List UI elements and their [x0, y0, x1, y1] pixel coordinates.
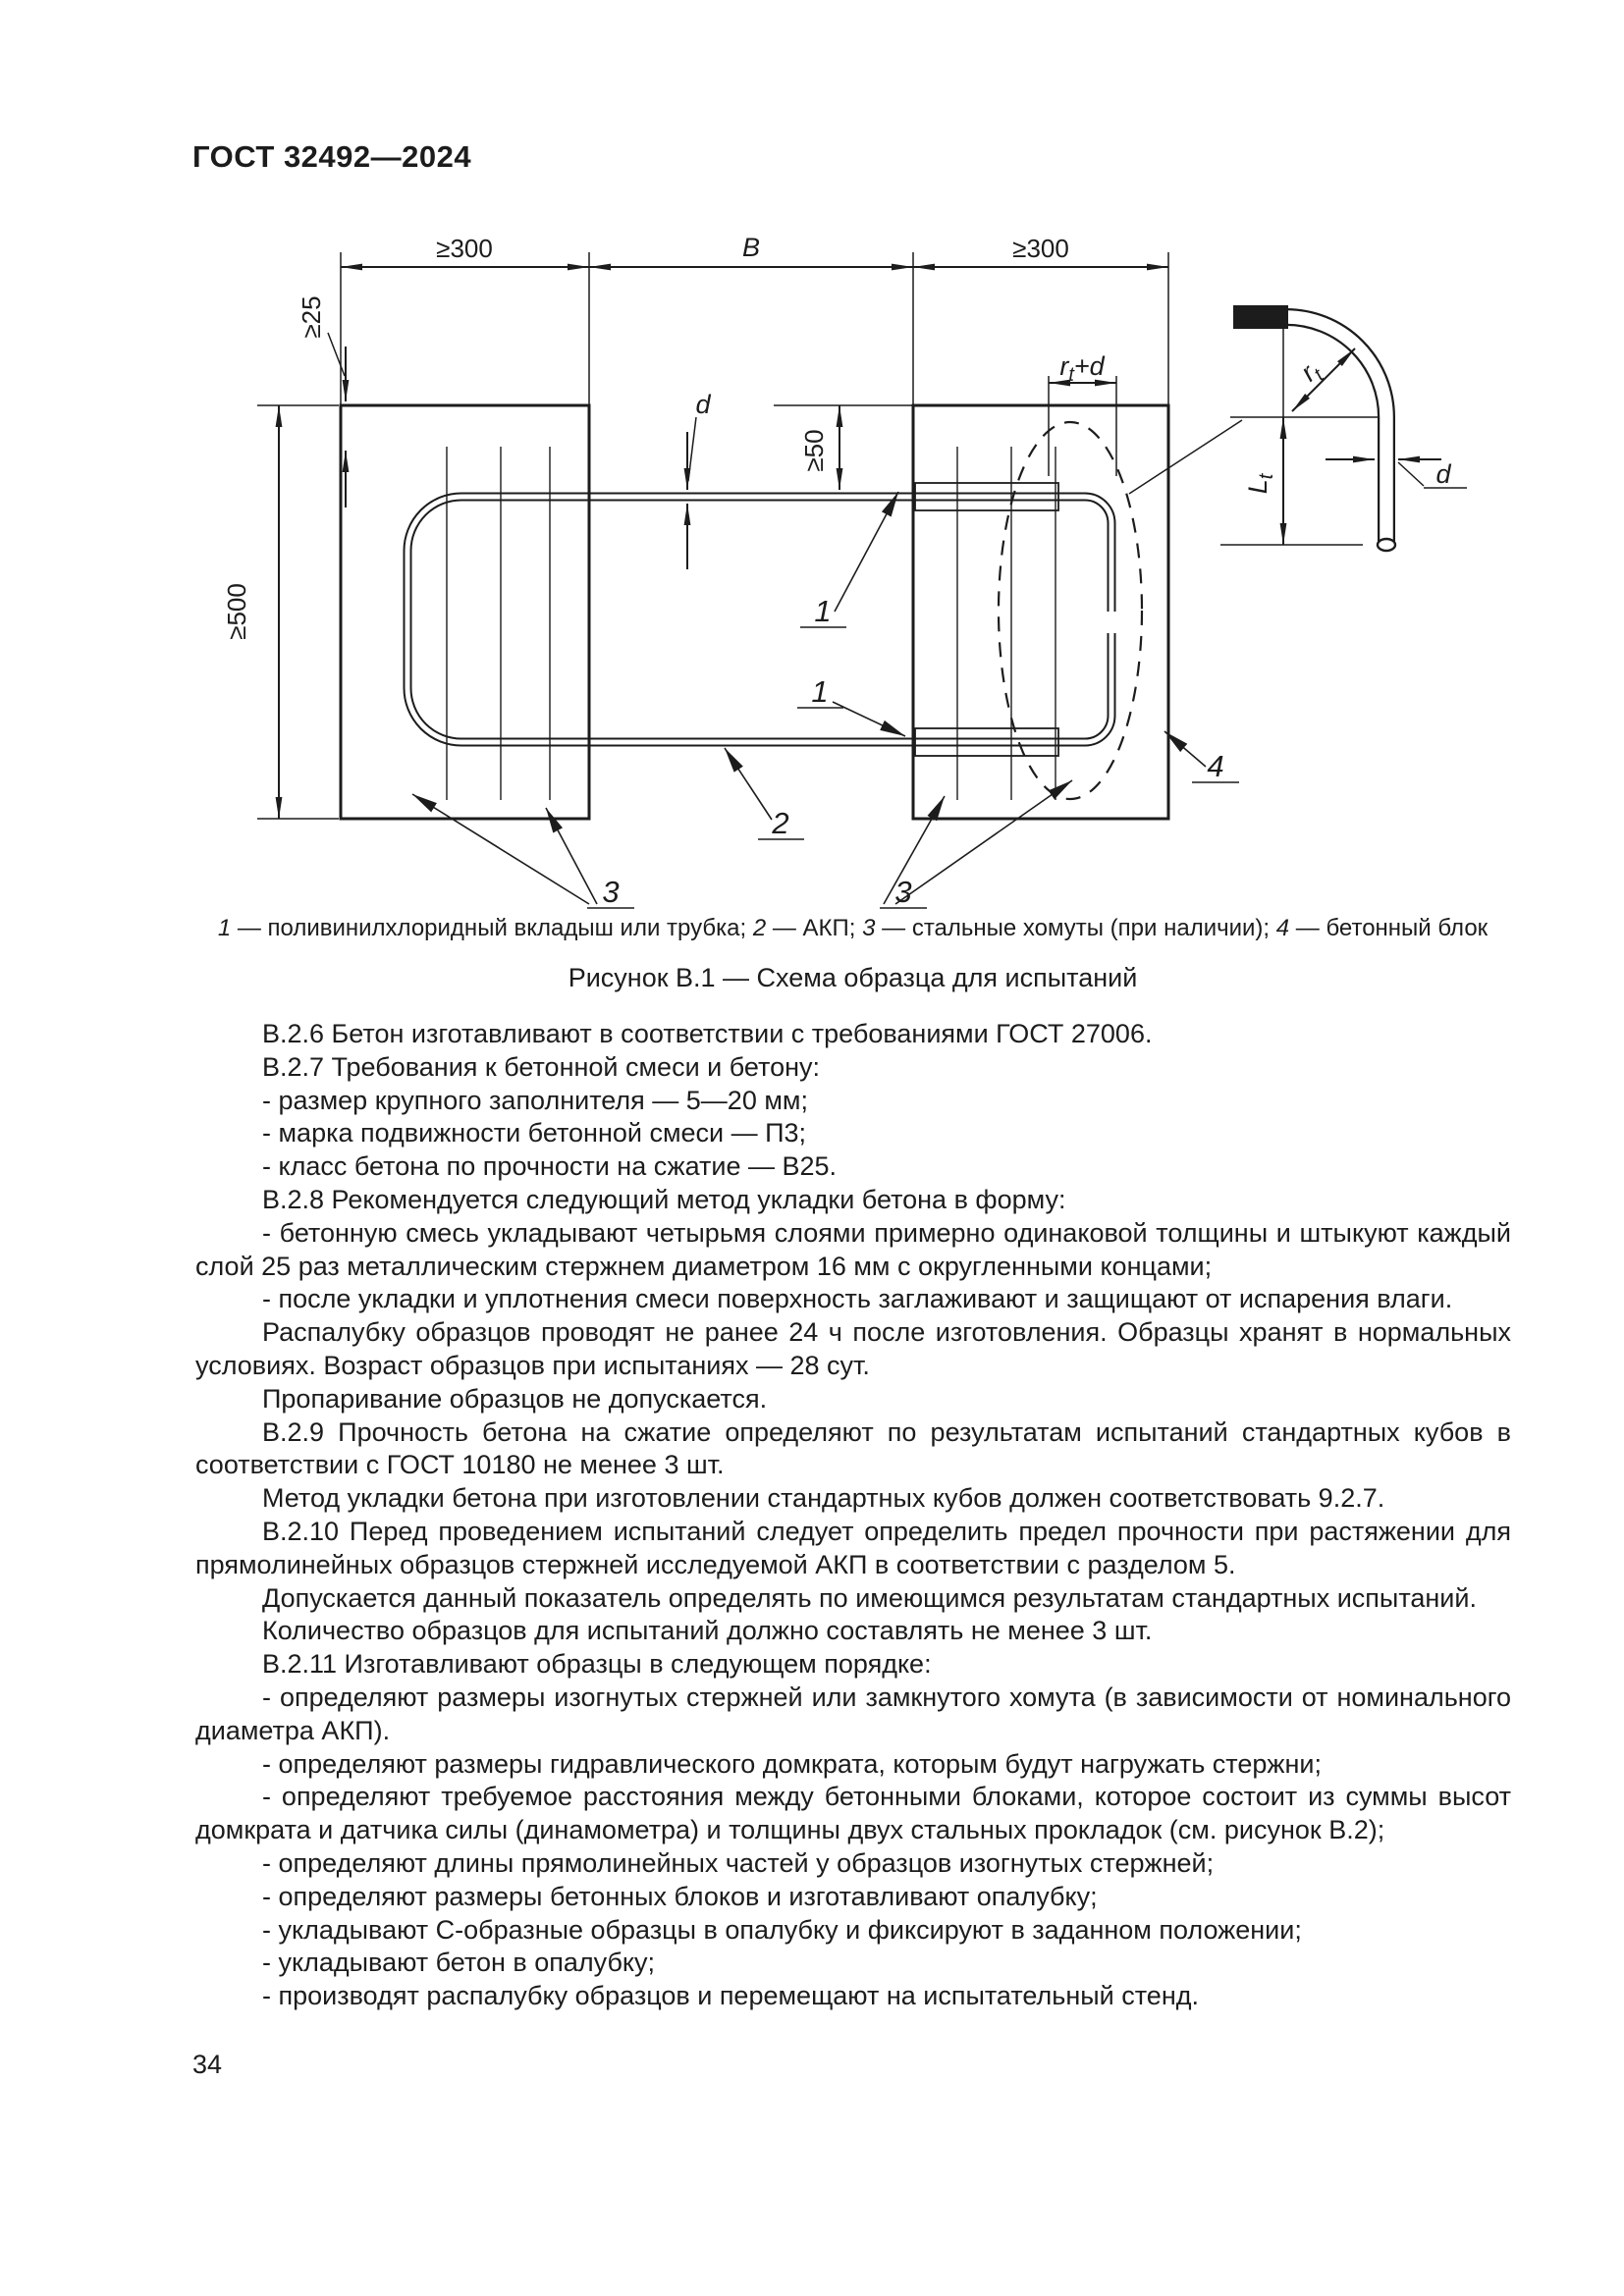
dim-d-main — [683, 416, 697, 569]
dim-50-label: ≥50 — [799, 429, 829, 471]
dim-rt-plus-d — [1048, 376, 1117, 476]
paragraph: Пропаривание образцов не допускается. — [262, 1383, 768, 1414]
right-concrete-block — [911, 403, 1170, 821]
standard-header: ГОСТ 32492—2024 — [192, 139, 472, 174]
body-text: В.2.6 Бетон изготавливают в соответствии… — [195, 1018, 1511, 2013]
concrete-blocks — [339, 403, 1170, 821]
paragraph: - после укладки и уплотнения смеси повер… — [262, 1284, 1453, 1314]
dim-500 — [257, 404, 339, 820]
dim-rt-plus-d-label: rt+d — [1059, 351, 1105, 386]
callout-leaders — [411, 491, 1239, 909]
paragraph: Распалубку образцов проводят не ранее 24… — [195, 1317, 1511, 1380]
pvc-sleeves — [914, 482, 1059, 757]
caption-callout-number: 3 — [862, 915, 876, 941]
dim-d-main-label: d — [695, 390, 711, 419]
caption-callout-number: 4 — [1275, 915, 1290, 941]
steel-stirrups — [446, 447, 1056, 800]
paragraph: В.2.8 Рекомендуется следующий метод укла… — [262, 1184, 1066, 1214]
frp-bar — [403, 492, 1116, 747]
paragraph: В.2.11 Изготавливают образцы в следующем… — [262, 1649, 932, 1680]
callout-1-upper: 1 — [814, 594, 831, 628]
figure-title: Рисунок В.1 — Схема образца для испытани… — [568, 963, 1138, 992]
paragraph: Количество образцов для испытаний должно… — [262, 1616, 1153, 1646]
callout-3-left: 3 — [602, 875, 619, 909]
callout-2: 2 — [771, 806, 788, 840]
bent-bar-detail — [1128, 305, 1467, 553]
dim-300-left-label: ≥300 — [436, 234, 493, 263]
figure-caption: 1 — поливинилхлоридный вкладыш или трубк… — [195, 915, 1510, 942]
dim-500-label: ≥500 — [222, 583, 251, 640]
dim-50 — [774, 404, 913, 490]
detail-rt-label: rt — [1295, 354, 1329, 391]
callout-3-right: 3 — [894, 875, 911, 909]
detail-d-label: d — [1435, 459, 1451, 489]
caption-text: — поливинилхлоридный вкладыш или трубка; — [231, 915, 753, 941]
bar-tip — [1376, 537, 1397, 553]
page-number: 34 — [192, 2050, 223, 2079]
dim-B-label: B — [742, 233, 760, 262]
paragraph: - укладывают С-образные образцы в опалуб… — [262, 1914, 1302, 1945]
figure-b1-diagram: ≥300 B ≥300 ≥500 ≥25 d ≥50 — [222, 233, 1467, 909]
paragraph: - производят распалубку образцов и перем… — [262, 1981, 1199, 2011]
paragraph: - укладывают бетон в опалубку; — [262, 1948, 656, 1978]
dim-300-right-label: ≥300 — [1012, 234, 1069, 263]
dimension-chain-top — [340, 252, 1169, 405]
callout-4: 4 — [1207, 749, 1223, 783]
paragraph: - класс бетона по прочности на сжатие — … — [262, 1151, 838, 1182]
paragraph: - марка подвижности бетонной смеси — П3; — [262, 1118, 807, 1148]
pvc-sleeve-lower — [914, 727, 1059, 757]
bar-grip — [1233, 305, 1288, 329]
caption-callout-number: 2 — [752, 915, 767, 941]
dim-25-label: ≥25 — [297, 295, 326, 338]
paragraph: - определяют размеры гидравлического дом… — [262, 1748, 1322, 1779]
caption-text: — стальные хомуты (при наличии); — [875, 915, 1276, 941]
caption-callout-number: 1 — [217, 915, 232, 941]
paragraph: Допускается данный показатель определять… — [262, 1582, 1477, 1613]
caption-text: — АКП; — [766, 915, 863, 941]
dim-25 — [327, 332, 350, 507]
paragraph: В.2.10 Перед проведением испытаний следу… — [195, 1516, 1511, 1579]
paragraph: В.2.7 Требования к бетонной смеси и бето… — [262, 1051, 821, 1082]
callout-1-lower: 1 — [811, 674, 828, 709]
paragraph: - определяют размеры бетонных блоков и и… — [262, 1881, 1098, 1911]
paragraph: - определяют длины прямолинейных частей … — [262, 1847, 1215, 1878]
paragraph: Метод укладки бетона при изготовлении ст… — [262, 1483, 1385, 1514]
paragraph: - бетонную смесь укладывают четырьмя сло… — [195, 1217, 1511, 1281]
paragraph: - размер крупного заполнителя — 5—20 мм; — [262, 1085, 808, 1115]
paragraph: - определяют размеры изогнутых стержней … — [195, 1682, 1511, 1745]
paragraph: В.2.6 Бетон изготавливают в соответствии… — [262, 1019, 1153, 1048]
detail-Lt-label: Lt — [1243, 472, 1277, 494]
paragraph: - определяют требуемое расстояния между … — [195, 1782, 1511, 1845]
pvc-sleeve-upper — [914, 482, 1059, 511]
caption-text: — бетонный блок — [1289, 915, 1489, 941]
paragraph: В.2.9 Прочность бетона на сжатие определ… — [195, 1416, 1511, 1480]
left-concrete-block — [339, 403, 591, 821]
